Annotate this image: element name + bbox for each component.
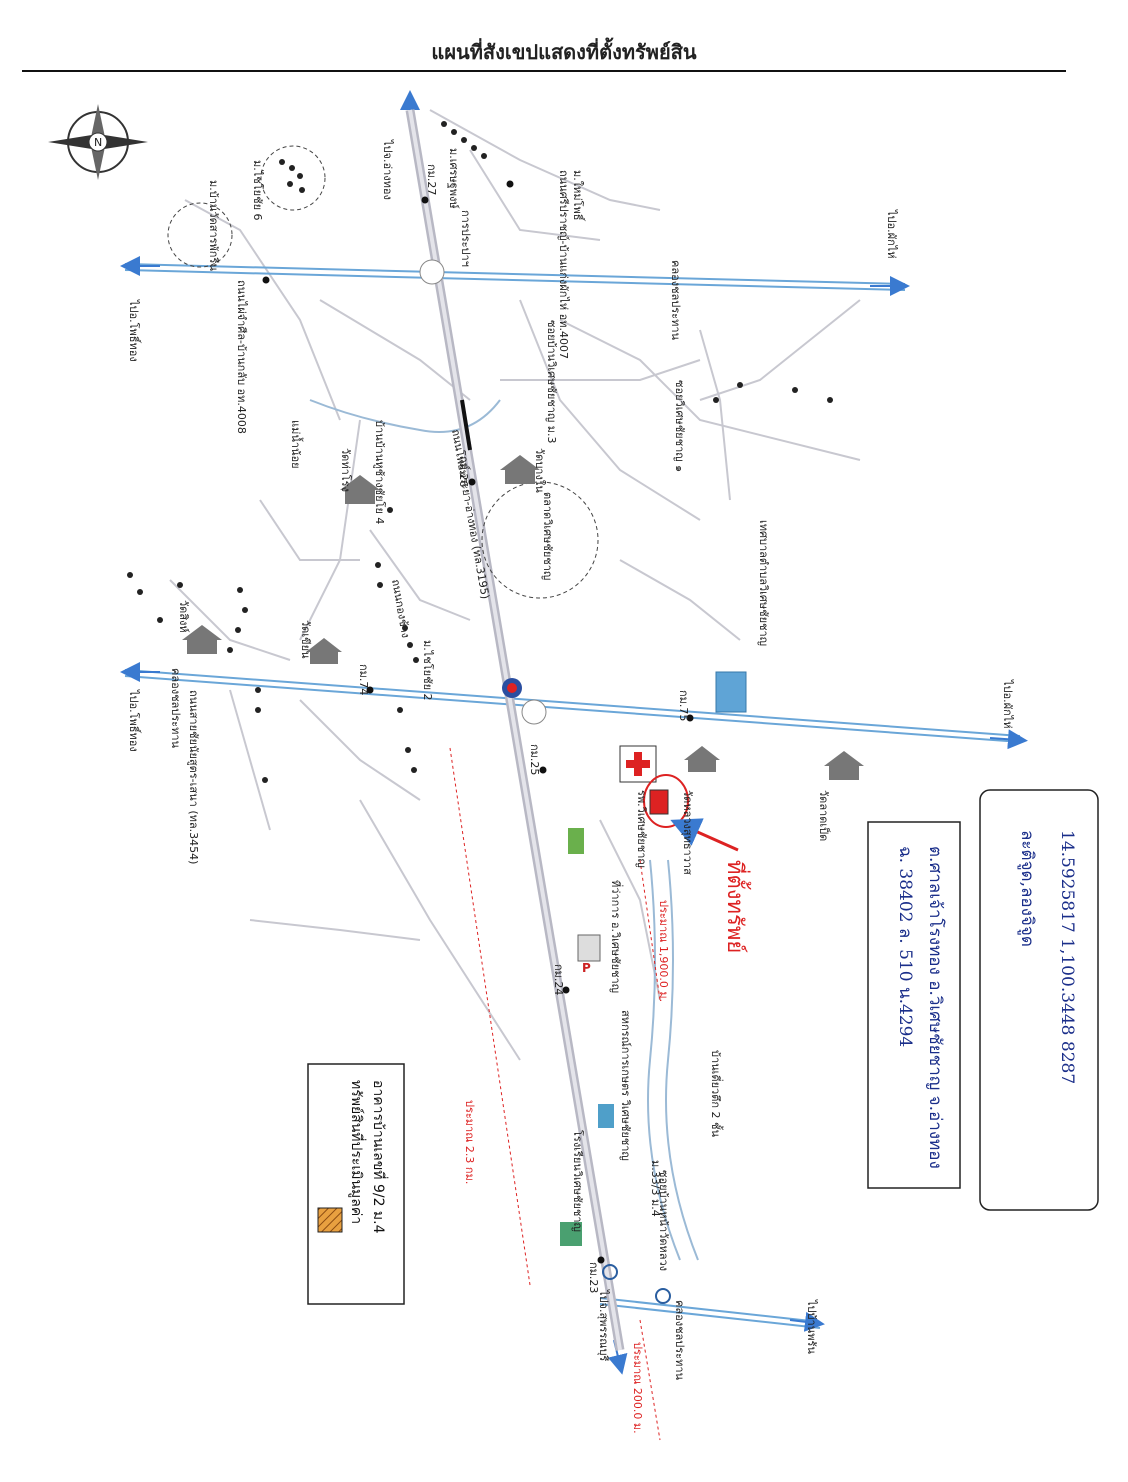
legend-line1: ทรัพย์สินที่ประเมินมูลค่า: [348, 1080, 366, 1224]
legend-swatch: [317, 1207, 343, 1233]
to-phakhai-top-label: ไปอ.ผักไห่: [885, 209, 898, 259]
coop-icon: [598, 1104, 614, 1128]
compass-icon: N: [48, 104, 148, 180]
place-label: วัดสิงห์: [177, 600, 190, 633]
roundabout-mid: [521, 699, 547, 725]
to-angthong-label: ไปจ.อ่างทอง: [381, 139, 394, 200]
distance-line: [639, 859, 661, 1001]
supermarket-icon: [568, 828, 584, 854]
place-label: สหกรณ์การเกษตร วิเศษชัยชาญ: [619, 1010, 632, 1161]
road-kongchang-label: ถนนกองช้าง: [389, 578, 412, 639]
km-label: กม.74: [357, 664, 370, 695]
place-label: ม.เศรษฐพงษ์: [447, 148, 460, 209]
place-label: ม.ใหม่โพธิ์: [571, 170, 586, 222]
place-label: ม.ไชโยชัย 6: [251, 160, 265, 221]
distance-line: [639, 1319, 661, 1441]
deed-line2: ต.ศาลเจ้าโรงทอง อ.วิเศษชัยชาญ จ.อ่างทอง: [925, 846, 946, 1169]
place-label: วัดลาดเป็ด: [817, 790, 831, 841]
place-label: รพ.วิเศษชัยชาญ: [635, 790, 648, 868]
title-deed-note: ฉ. 38402 ล. 510 น.4294 ต.ศาลเจ้าโรงทอง อ…: [867, 821, 961, 1189]
km-label: กม.25: [528, 744, 541, 775]
minor-roads: [169, 109, 861, 1061]
km-label: กม.24: [552, 964, 565, 995]
place-label: ม.ไชโยชัย 2: [421, 640, 435, 701]
distance-label: ประมาณ 2.3 กม.: [463, 1100, 476, 1184]
hospital-icon: [619, 745, 657, 783]
village-circle: [167, 202, 233, 268]
title-rule: [22, 70, 1066, 72]
km-label: กม.26: [457, 456, 470, 487]
office-icon: [577, 934, 601, 962]
coordinate-note: ละติจูด,ลองจิจูด 14.5925817 1,100.3448 8…: [979, 789, 1099, 1211]
subject-property-circle: [643, 774, 689, 828]
distance-label: ประมาณ 200.0 ม.: [631, 1342, 644, 1434]
distance-line: [449, 747, 531, 1286]
km-label: กม.75: [677, 690, 690, 721]
place-label: ซอยบ้านหน้าวัดหลวง: [657, 1170, 670, 1271]
place-label: ตลาดวิเศษชัยชาญ: [541, 492, 554, 580]
site-arrow: [670, 818, 739, 852]
canal-left-label: คลองชลประทาน: [169, 668, 182, 749]
km-label: กม.23: [587, 1262, 600, 1293]
to-phakhai-mid-label: ไปอ.ผักไห่: [1001, 679, 1014, 729]
map-labels: ถนนโพธิ์พระยา-อ่างทอง (ทล.3195) ถนนศรีปร…: [127, 139, 1014, 1434]
place-label: วัดหลวงสุทธาวาส: [681, 790, 694, 875]
place-label: โรงเรียนวิเศษชัยชาญ: [571, 1130, 585, 1232]
to-suphanburi-label: ไปจ.สุพรรณบุรี: [597, 1289, 610, 1361]
place-label: วัดเขียน: [299, 620, 312, 659]
legend: ทรัพย์สินที่ประเมินมูลค่า อาคารบ้านเลขที…: [307, 1063, 405, 1305]
temple-icon: [182, 455, 864, 780]
bus-stop-icon: [655, 1288, 671, 1304]
place-label: วัดท่าโรง: [339, 448, 353, 492]
bus-stop-icon: [602, 1264, 618, 1280]
place-label: วัดบางใน: [533, 448, 546, 493]
school-icon: [560, 1222, 582, 1246]
road-4007-label: ถนนศรีปราชญ์-บ้านแก่งผักไห่ อท.4007: [557, 170, 570, 359]
road-4008-label: ถนนไผ่จำศีล-บ้านกลับ อท.4008: [235, 280, 248, 434]
distance-label: ประมาณ 1,900.0 ม.: [657, 900, 670, 1002]
coord-line1: ละติจูด,ลองจิจูด: [1017, 830, 1037, 947]
km-label: กม.27: [425, 164, 438, 195]
roundabout-top: [419, 259, 445, 285]
place-label: บ้านเดี่ยวตึก 2 ชั้น: [709, 1050, 724, 1137]
compass-label: N: [94, 136, 102, 149]
to-photong-top-label: ไปอ.โพธิ์ทอง: [127, 299, 142, 362]
place-label: ม.33/3 ม.4: [649, 1160, 662, 1217]
building-icon: [715, 671, 747, 713]
canal-top-label: คลองชลประทาน: [669, 260, 682, 341]
coord-line2: 14.5925817 1,100.3448 8287: [1057, 830, 1077, 1084]
handwritten-site-label: ที่ตั้งทรัพย์: [722, 860, 751, 953]
canal-bottom-label: คลองชลประทาน: [673, 1300, 686, 1381]
place-label: การประปาฯ: [459, 210, 472, 267]
subject-property-marker[interactable]: [649, 789, 669, 815]
soi-m3-label: ซอยบ้านวิเศษชัยชาญ ม.3: [545, 320, 558, 444]
soi-wiset-label: ซอยวิเศษชัยชาญ ๑: [673, 380, 686, 472]
svg-text:P: P: [582, 961, 591, 975]
place-label: ม.บ้านวัดสารพักรีน: [207, 180, 220, 271]
canals: [124, 263, 1021, 1329]
to-ban-phran-label: ไปบ้านพรัน: [805, 1299, 818, 1354]
to-photong-mid-label: ไปอ.โพธิ์ทอง: [127, 689, 142, 752]
deed-line1: ฉ. 38402 ล. 510 น.4294: [895, 846, 915, 1047]
place-label: เทศบาลตำบลวิเศษชัยชาญ: [757, 520, 770, 646]
place-label: บ้านบ้านหูช้างชัยโย 4: [373, 420, 387, 524]
place-label: ที่ว่าการ อ.วิเศษชัยชาญ: [609, 880, 624, 993]
km-markers: [262, 180, 694, 1264]
page-title: แผนที่สังเขปแสดงที่ตั้งทรัพย์สิน: [431, 40, 697, 64]
village-dots: [127, 121, 833, 783]
market-circle: [481, 481, 599, 599]
village-circle: [260, 145, 326, 211]
main-highway: [405, 109, 625, 1351]
road-3454-label: ถนนสายชัยนัยสูตร-เสนา (ทล.3454): [187, 690, 200, 864]
legend-line2: อาคารบ้านเลขที่ 9/2 ม.4: [370, 1080, 388, 1234]
river-label: แม่น้ำน้อย: [289, 420, 304, 469]
